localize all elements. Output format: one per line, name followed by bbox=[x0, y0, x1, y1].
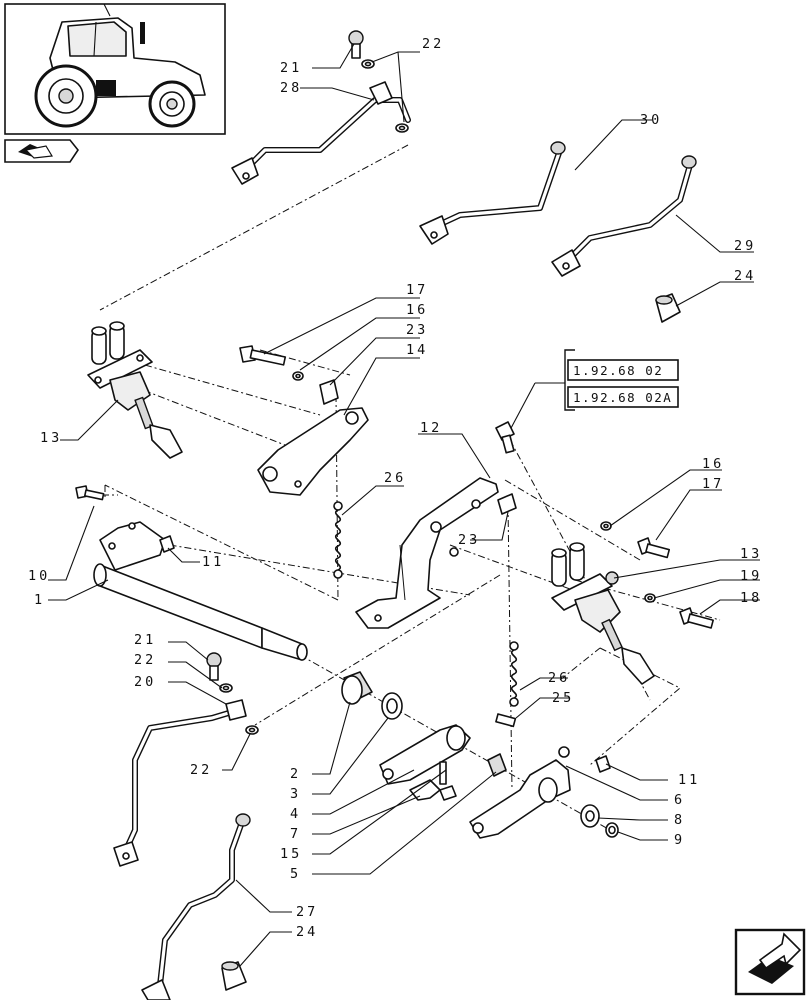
bolt-18[interactable] bbox=[679, 607, 714, 629]
pin-25[interactable] bbox=[495, 713, 517, 728]
callout-9[interactable]: 9 bbox=[674, 832, 685, 848]
callout-23[interactable]: 23 bbox=[406, 322, 428, 338]
callout-7[interactable]: 7 bbox=[290, 826, 301, 842]
pipe-28[interactable] bbox=[231, 81, 411, 185]
callout-14[interactable]: 14 bbox=[406, 342, 428, 358]
washer-8[interactable] bbox=[580, 804, 600, 828]
callout-13[interactable]: 13 bbox=[40, 430, 62, 446]
callout-8[interactable]: 8 bbox=[674, 812, 685, 828]
pipe-29[interactable] bbox=[551, 155, 697, 277]
cap-24-lower[interactable] bbox=[221, 961, 247, 991]
bushing-2[interactable] bbox=[341, 671, 373, 705]
callout-11[interactable]: 11 bbox=[202, 554, 224, 570]
lever-4[interactable] bbox=[379, 724, 471, 785]
callout-20[interactable]: 20 bbox=[134, 674, 156, 690]
callout-numbers: 21 22 28 30 29 24 17 16 23 14 13 12 26 1… bbox=[28, 36, 762, 940]
tractor-thumbnail[interactable] bbox=[4, 3, 226, 135]
reference-box[interactable]: 1.92.68 02 1.92.68 02A bbox=[509, 349, 679, 431]
clip-11-right[interactable] bbox=[595, 755, 611, 773]
banjo-bolt-21-lower[interactable] bbox=[206, 652, 222, 681]
callout-17[interactable]: 17 bbox=[406, 282, 428, 298]
assembly-lines bbox=[99, 144, 721, 831]
wing-nut-7[interactable] bbox=[409, 761, 457, 801]
callout-26-lower[interactable]: 26 bbox=[548, 670, 570, 686]
callout-29[interactable]: 29 bbox=[734, 238, 756, 254]
callout-22[interactable]: 22 bbox=[422, 36, 444, 52]
spring-26-upper[interactable] bbox=[333, 501, 343, 579]
reference-2[interactable]: 1.92.68 02A bbox=[573, 390, 672, 405]
bushing-15[interactable] bbox=[487, 753, 507, 777]
callout-22-bottom[interactable]: 22 bbox=[190, 762, 212, 778]
leader-lines bbox=[48, 43, 760, 967]
bracket-14[interactable] bbox=[257, 379, 369, 496]
lever-5[interactable] bbox=[469, 746, 571, 839]
pipe-30[interactable] bbox=[419, 141, 566, 245]
callout-12[interactable]: 12 bbox=[420, 420, 442, 436]
callout-21[interactable]: 21 bbox=[280, 60, 302, 76]
callout-17-right[interactable]: 17 bbox=[702, 476, 724, 492]
bolt-10[interactable] bbox=[75, 485, 105, 501]
callout-4[interactable]: 4 bbox=[290, 806, 301, 822]
pipe-27[interactable] bbox=[141, 813, 251, 1000]
callout-27[interactable]: 27 bbox=[296, 904, 318, 920]
washer-3[interactable] bbox=[381, 692, 403, 720]
navigate-back-icon[interactable] bbox=[4, 139, 79, 163]
washer-22[interactable] bbox=[361, 59, 409, 133]
pipe-20[interactable] bbox=[113, 699, 247, 867]
navigate-next-icon[interactable] bbox=[734, 928, 806, 996]
callout-15[interactable]: 15 bbox=[280, 846, 302, 862]
washer-16-right[interactable] bbox=[600, 521, 612, 531]
callout-24[interactable]: 24 bbox=[734, 268, 756, 284]
callout-22-lower[interactable]: 22 bbox=[134, 652, 156, 668]
bolt-17-washer-16[interactable] bbox=[239, 345, 304, 381]
cap-24[interactable] bbox=[655, 293, 681, 323]
callout-3[interactable]: 3 bbox=[290, 786, 301, 802]
cylinder-13-right[interactable] bbox=[551, 542, 655, 685]
callout-6[interactable]: 6 bbox=[674, 792, 685, 808]
plate-12[interactable] bbox=[355, 477, 517, 629]
callout-28[interactable]: 28 bbox=[280, 80, 302, 96]
callout-25[interactable]: 25 bbox=[552, 690, 574, 706]
callout-11-right[interactable]: 11 bbox=[678, 772, 700, 788]
washer-22-lower[interactable] bbox=[219, 683, 259, 735]
reference-1[interactable]: 1.92.68 02 bbox=[573, 363, 663, 378]
bolt-reference[interactable] bbox=[495, 421, 515, 454]
bolt-17-right[interactable] bbox=[637, 537, 671, 559]
callout-23-right[interactable]: 23 bbox=[458, 532, 480, 548]
clip-11-left[interactable] bbox=[159, 535, 175, 553]
washer-19[interactable] bbox=[644, 593, 656, 603]
callout-26[interactable]: 26 bbox=[384, 470, 406, 486]
callout-1[interactable]: 1 bbox=[34, 592, 45, 608]
callout-21-lower[interactable]: 21 bbox=[134, 632, 156, 648]
callout-19[interactable]: 19 bbox=[740, 568, 762, 584]
callout-5[interactable]: 5 bbox=[290, 866, 301, 882]
shaft-1[interactable] bbox=[93, 521, 308, 661]
callout-2[interactable]: 2 bbox=[290, 766, 301, 782]
spring-26-lower[interactable] bbox=[509, 641, 519, 707]
callout-18[interactable]: 18 bbox=[740, 590, 762, 606]
circlip-9[interactable] bbox=[605, 822, 619, 838]
callout-10[interactable]: 10 bbox=[28, 568, 50, 584]
callout-13-right[interactable]: 13 bbox=[740, 546, 762, 562]
callout-30[interactable]: 30 bbox=[640, 112, 662, 128]
cylinder-13-left[interactable] bbox=[87, 321, 183, 459]
callout-24-lower[interactable]: 24 bbox=[296, 924, 318, 940]
callout-16[interactable]: 16 bbox=[406, 302, 428, 318]
callout-16-right[interactable]: 16 bbox=[702, 456, 724, 472]
banjo-bolt-21[interactable] bbox=[348, 30, 364, 59]
